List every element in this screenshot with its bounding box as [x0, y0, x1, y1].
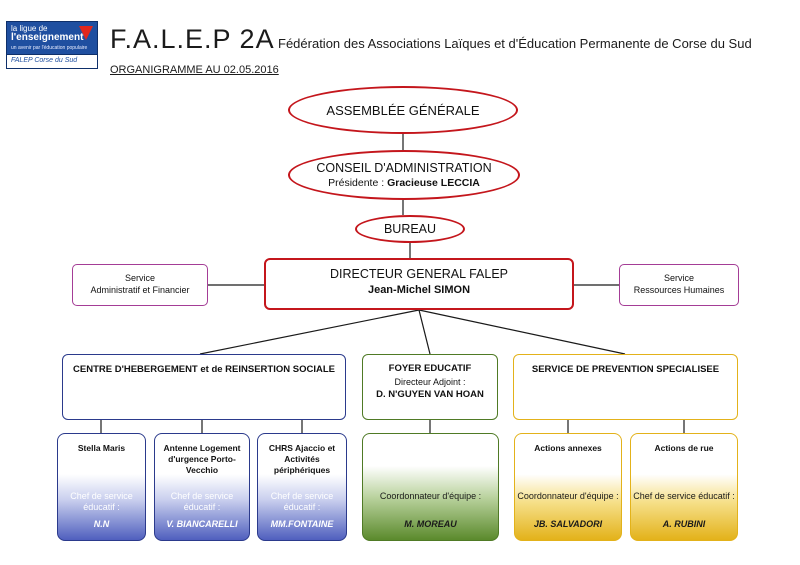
conseil-title: CONSEIL D'ADMINISTRATION: [316, 161, 492, 175]
president-label: Présidente :: [328, 177, 385, 189]
logo-line-1: la ligue de: [11, 24, 48, 33]
unit-role: Chef de service éducatif :: [270, 491, 334, 512]
service-rh-line-1: Service: [663, 273, 694, 283]
unit-actions-annexes: Actions annexes Coordonnateur d'équipe :…: [514, 433, 622, 541]
org-title: F.A.L.E.P 2A: [110, 24, 275, 54]
logo-bolt-icon: [79, 26, 93, 40]
unit-stella-maris: Stella Maris Chef de service éducatif : …: [57, 433, 146, 541]
directeur-general-node: DIRECTEUR GENERAL FALEP Jean-Michel SIMO…: [264, 258, 574, 310]
ligue-enseignement-logo: la ligue de l'enseignement un avenir par…: [6, 21, 98, 69]
foyer-deputy-name: D. N'GUYEN VAN HOAN: [376, 389, 484, 400]
logo-strip: FALEP Corse du Sud: [7, 54, 97, 68]
logo-line-2: l'enseignement: [11, 32, 84, 43]
unit-name: CHRS Ajaccio et Activités périphériques: [268, 443, 336, 475]
unit-role: Chef de service éducatif :: [70, 491, 133, 512]
unit-name: Actions annexes: [534, 443, 602, 453]
unit-person: N.N: [93, 519, 110, 529]
unit-person: M. MOREAU: [404, 519, 457, 529]
conseil-president: Présidente : Gracieuse LECCIA: [290, 177, 518, 189]
unit-foyer-team: Coordonnateur d'équipe : M. MOREAU: [362, 433, 499, 541]
chrs-department-node: CENTRE D'HEBERGEMENT et de REINSERTION S…: [62, 354, 346, 420]
org-subtitle: Fédération des Associations Laïques et d…: [278, 36, 752, 51]
chrs-title: CENTRE D'HEBERGEMENT et de REINSERTION S…: [73, 364, 335, 375]
logo-line-3: un avenir par l'éducation populaire: [11, 45, 88, 51]
prevention-department-node: SERVICE DE PREVENTION SPECIALISEE: [513, 354, 738, 420]
bureau-label: BUREAU: [383, 222, 437, 236]
directeur-name: Jean-Michel SIMON: [367, 284, 471, 296]
assemblee-generale-node: ASSEMBLÉE GÉNÉRALE: [288, 86, 518, 134]
service-admin-line-1: Service: [124, 273, 155, 283]
unit-role: Chef de service éducatif :: [633, 491, 735, 501]
conseil-administration-node: CONSEIL D'ADMINISTRATION Présidente : Gr…: [288, 150, 520, 200]
unit-chrs-ajaccio: CHRS Ajaccio et Activités périphériques …: [257, 433, 347, 541]
unit-role: Chef de service éducatif :: [170, 491, 234, 512]
foyer-educatif-node: FOYER EDUCATIF Directeur Adjoint : D. N'…: [362, 354, 498, 420]
unit-name: Stella Maris: [77, 443, 126, 453]
service-admin-line-2: Administratif et Financier: [90, 285, 190, 295]
unit-role: Coordonnateur d'équipe :: [379, 491, 482, 501]
assemblee-label: ASSEMBLÉE GÉNÉRALE: [326, 103, 480, 118]
service-rh-line-2: Ressources Humaines: [633, 285, 725, 295]
foyer-deputy-label: Directeur Adjoint :: [394, 377, 466, 387]
unit-name: Actions de rue: [654, 443, 714, 453]
bureau-node: BUREAU: [355, 215, 465, 243]
unit-role: Coordonnateur d'équipe :: [517, 491, 619, 501]
unit-actions-de-rue: Actions de rue Chef de service éducatif …: [630, 433, 738, 541]
org-chart-date: ORGANIGRAMME AU 02.05.2016: [110, 64, 279, 76]
unit-name: Antenne Logement d'urgence Porto-Vecchio: [163, 443, 241, 475]
service-admin-node: Service Administratif et Financier: [72, 264, 208, 306]
president-name: Gracieuse LECCIA: [387, 177, 480, 189]
service-rh-node: Service Ressources Humaines: [619, 264, 739, 306]
unit-antenne-logement: Antenne Logement d'urgence Porto-Vecchio…: [154, 433, 250, 541]
foyer-title: FOYER EDUCATIF: [388, 363, 472, 374]
unit-person: V. BIANCARELLI: [166, 519, 238, 529]
prevention-title: SERVICE DE PREVENTION SPECIALISEE: [531, 364, 720, 375]
unit-person: A. RUBINI: [662, 519, 706, 529]
unit-person: JB. SALVADORI: [533, 519, 603, 529]
logo-line-4: FALEP Corse du Sud: [11, 57, 78, 64]
directeur-title: DIRECTEUR GENERAL FALEP: [329, 267, 509, 281]
unit-person: MM.FONTAINE: [270, 519, 334, 529]
